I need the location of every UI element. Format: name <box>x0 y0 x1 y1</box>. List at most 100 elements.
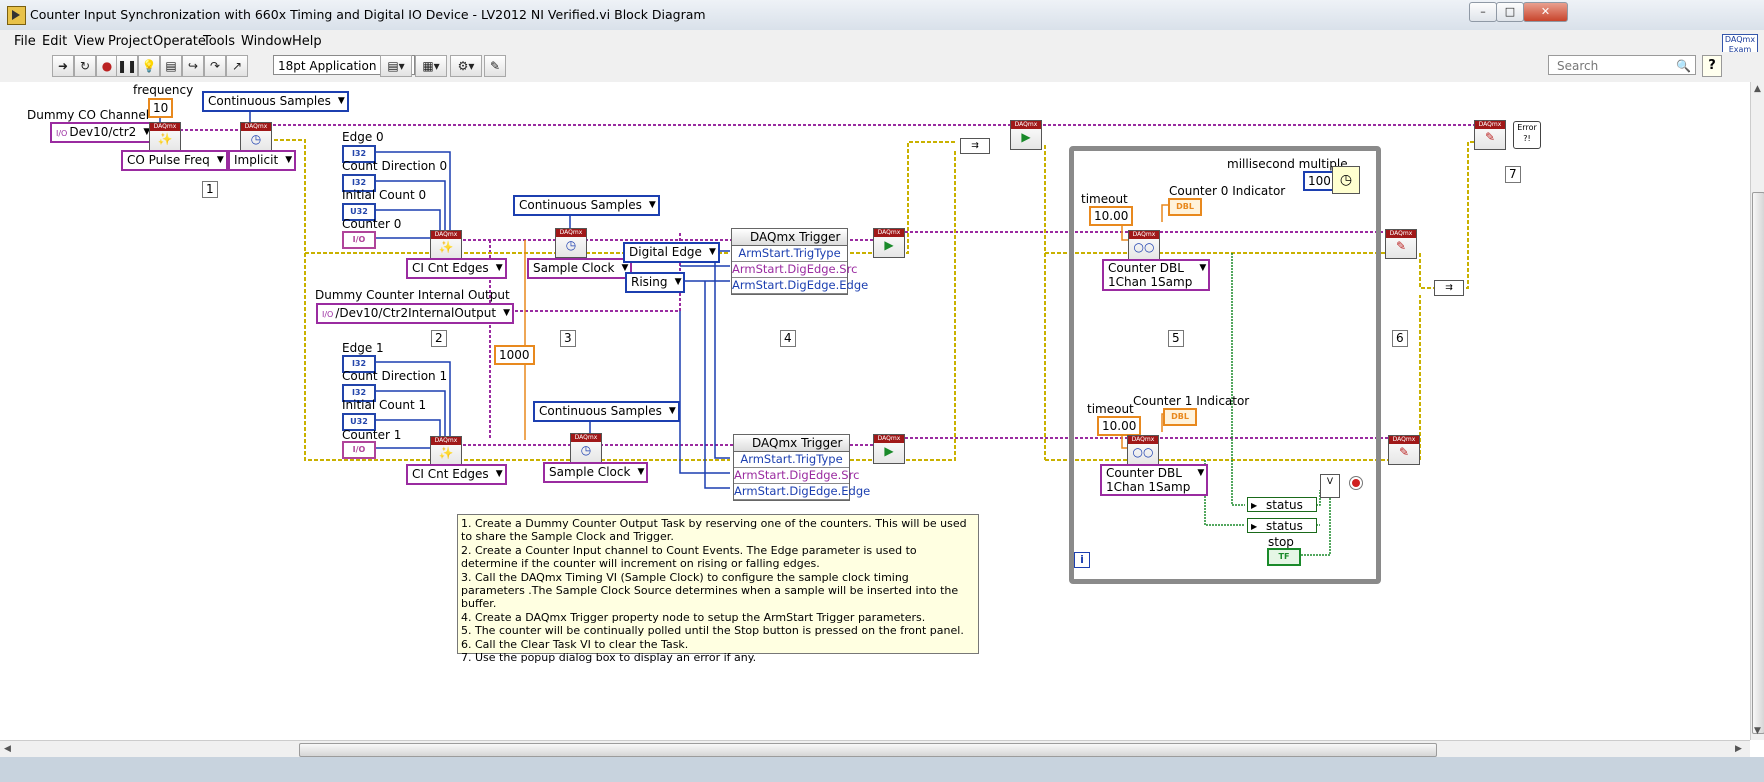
step-out-icon[interactable]: ↗ <box>226 55 248 77</box>
run-continuously-icon[interactable]: ↻ <box>74 55 96 77</box>
daqmx-start-co-vi[interactable]: DAQmx▶ <box>1010 120 1042 150</box>
int-wires-ci1 <box>372 361 451 449</box>
cleanup-diagram-icon[interactable]: ✎ <box>484 55 506 77</box>
or-compound-icon[interactable]: V <box>1320 474 1340 498</box>
run-arrow-icon[interactable]: ➜ <box>52 55 74 77</box>
daqmx-start-ci0-vi[interactable]: DAQmx▶ <box>873 228 905 258</box>
vertical-scroll-thumb[interactable] <box>1752 192 1764 734</box>
menu-view[interactable]: View <box>74 34 105 49</box>
daqmx-create-ci1-vi[interactable]: DAQmx✨ <box>430 436 462 466</box>
counter1-control[interactable]: I/O <box>342 441 376 459</box>
co-pulse-freq-selector[interactable]: CO Pulse Freq▼ <box>121 150 228 171</box>
highlight-execution-icon[interactable]: 💡 <box>138 55 160 77</box>
counter0-control[interactable]: I/O <box>342 231 376 249</box>
scroll-up-icon[interactable]: ▲ <box>1754 84 1761 94</box>
edge0-label: Edge 0 <box>342 130 384 144</box>
play-icon: ▶ <box>884 444 894 458</box>
daqmx-timing-ci1-header: DAQmx <box>571 434 601 442</box>
continuous-samples-const-b[interactable]: Continuous Samples▼ <box>513 195 660 216</box>
status-unbundle-0[interactable]: status <box>1247 497 1317 513</box>
sample-clock-selector-0[interactable]: Sample Clock▼ <box>527 258 633 279</box>
scroll-down-icon[interactable]: ▼ <box>1754 726 1761 736</box>
daqmx-create-co-vi[interactable]: DAQmx✨ <box>149 122 181 152</box>
close-button[interactable]: ✕ <box>1523 2 1568 22</box>
daqmx-timing-ci1-vi[interactable]: DAQmx◷ <box>570 433 602 463</box>
taskbar-strip <box>0 757 1764 782</box>
menu-help[interactable]: Help <box>292 34 322 49</box>
timeout-const-0[interactable]: 10.00 <box>1089 206 1134 226</box>
daqmx-timing-ci0-vi[interactable]: DAQmx◷ <box>555 228 587 258</box>
daqmx-clear-ci0-vi[interactable]: DAQmx✎ <box>1385 229 1417 259</box>
distribute-objects-icon[interactable]: ▦▾ <box>415 55 447 77</box>
search-input[interactable]: Search🔍 <box>1548 55 1696 75</box>
timeout-const-1[interactable]: 10.00 <box>1097 416 1142 436</box>
continuous-samples-const-a[interactable]: Continuous Samples▼ <box>202 91 349 112</box>
sample-clock-selector-1[interactable]: Sample Clock▼ <box>543 462 649 483</box>
initial-count1-control[interactable]: U32 <box>342 413 376 431</box>
ctr2-internal-control[interactable]: I/O/Dev10/Ctr2InternalOutput▼ <box>316 303 515 324</box>
context-help-button[interactable]: ? <box>1702 55 1722 77</box>
merge-errors-icon-2[interactable]: ⇉ <box>1434 280 1464 296</box>
digital-edge-const[interactable]: Digital Edge▼ <box>623 242 720 263</box>
horizontal-scrollbar[interactable]: ◀ ▶ <box>0 740 1750 758</box>
step-over-icon[interactable]: ↷ <box>204 55 226 77</box>
count-dir0-control[interactable]: I32 <box>342 174 376 192</box>
daqmx-create-ci0-vi[interactable]: DAQmx✨ <box>430 230 462 260</box>
ci-cnt-edges-selector-0[interactable]: CI Cnt Edges▼ <box>406 258 507 279</box>
font-select[interactable]: 18pt Application Font▼ <box>273 55 415 75</box>
ci-cnt-edges-selector-1[interactable]: CI Cnt Edges▼ <box>406 464 507 485</box>
counter0-label: Counter 0 <box>342 217 402 231</box>
reorder-icon[interactable]: ⚙▾ <box>450 55 482 77</box>
edge0-control[interactable]: I32 <box>342 145 376 163</box>
play-icon: ▶ <box>884 238 894 252</box>
error-handler-icon[interactable]: Error?! <box>1513 121 1541 149</box>
menu-window[interactable]: Window <box>241 34 293 49</box>
scroll-right-icon[interactable]: ▶ <box>1735 744 1742 754</box>
count-dir1-control[interactable]: I32 <box>342 384 376 402</box>
daqmx-clear-co-vi[interactable]: DAQmx✎ <box>1474 120 1506 150</box>
menu-edit[interactable]: Edit <box>42 34 68 49</box>
minimize-button[interactable]: – <box>1469 2 1497 22</box>
step-into-icon[interactable]: ↪ <box>182 55 204 77</box>
while-loop[interactable] <box>1069 146 1381 584</box>
horizontal-scroll-thumb[interactable] <box>299 743 1437 757</box>
align-objects-icon[interactable]: ▤▾ <box>380 55 412 77</box>
daqmx-clear-ci1-vi[interactable]: DAQmx✎ <box>1388 435 1420 465</box>
menu-tools[interactable]: Tools <box>203 34 236 49</box>
daqmx-trigger-property-node-0[interactable]: DAQmx Trigger ArmStart.TrigType ArmStart… <box>731 228 868 295</box>
daqmx-timing-co-vi[interactable]: DAQmx◷ <box>240 122 272 152</box>
menu-project[interactable]: Project <box>108 34 153 49</box>
scroll-left-icon[interactable]: ◀ <box>4 744 11 754</box>
continuous-samples-const-c[interactable]: Continuous Samples▼ <box>533 401 680 422</box>
rate-const-1000[interactable]: 1000 <box>494 345 535 365</box>
step-label-7: 7 <box>1505 166 1521 183</box>
menu-file[interactable]: File <box>14 34 36 49</box>
daqmx-trigger-property-node-1[interactable]: DAQmx Trigger ArmStart.TrigType ArmStart… <box>733 434 870 501</box>
daqmx-read-ci0-vi[interactable]: DAQmx○○ <box>1128 230 1160 260</box>
edge1-control[interactable]: I32 <box>342 355 376 373</box>
initial-count0-control[interactable]: U32 <box>342 203 376 221</box>
step-label-4: 4 <box>780 330 796 347</box>
frequency-control[interactable]: 10 <box>148 98 174 118</box>
merge-errors-icon[interactable]: ⇉ <box>960 138 990 154</box>
stop-condition-icon[interactable] <box>1349 476 1363 490</box>
vertical-scrollbar[interactable]: ▲ ▼ <box>1750 82 1764 740</box>
pause-icon[interactable]: ❚❚ <box>116 55 138 77</box>
retain-wire-values-icon[interactable]: ▤ <box>160 55 182 77</box>
implicit-selector[interactable]: Implicit▼ <box>228 150 297 171</box>
rate-wires <box>520 240 526 440</box>
chevron-down-icon: ▼ <box>285 155 293 165</box>
ms-multiple-const[interactable]: 100 <box>1303 171 1336 191</box>
menu-operate[interactable]: Operate <box>153 34 206 49</box>
status-unbundle-1[interactable]: status <box>1247 518 1317 534</box>
daqmx-start-ci1-vi[interactable]: DAQmx▶ <box>873 434 905 464</box>
stop-control[interactable]: TF <box>1267 548 1301 566</box>
wait-timer-icon[interactable]: ◷ <box>1332 166 1360 194</box>
daqmx-read-ci1-vi[interactable]: DAQmx○○ <box>1127 435 1159 465</box>
menu-bar: File Edit View Project Operate Tools Win… <box>0 30 1764 52</box>
rising-const[interactable]: Rising▼ <box>625 272 686 293</box>
chevron-down-icon: ▼ <box>637 467 645 477</box>
